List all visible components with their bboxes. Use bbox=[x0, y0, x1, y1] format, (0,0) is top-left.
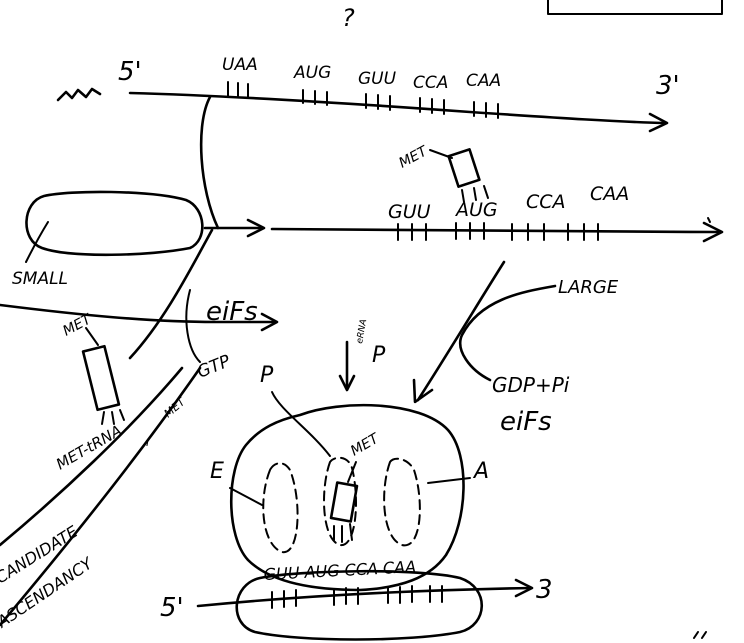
p-arrow-label: P bbox=[372, 343, 386, 368]
left-curve-1-arrowhead bbox=[260, 312, 279, 332]
bottom-codons: GUU AUG CCA CAA bbox=[263, 557, 416, 584]
three-prime-top-label: 3' bbox=[656, 71, 680, 101]
codon-guu-top: GUU bbox=[358, 69, 397, 89]
question-mark: ? bbox=[342, 4, 355, 32]
mid-mrna-arrowhead bbox=[702, 221, 724, 243]
large-curve bbox=[459, 284, 557, 382]
codon-caa-top: CAA bbox=[466, 71, 501, 91]
met-trna-connector bbox=[85, 327, 99, 346]
p-arrow-small: eRNA bbox=[355, 318, 369, 344]
p-down-arrowhead bbox=[338, 374, 356, 392]
met-trna-body bbox=[81, 344, 121, 412]
ribo-trna-body bbox=[329, 481, 359, 523]
codon-caa-mid: CAA bbox=[590, 183, 629, 205]
bottom-mrna: GUU AUG CCA CAA 5' 3 bbox=[160, 557, 553, 641]
bottom-mrna-line bbox=[196, 586, 532, 608]
top-codon-ticks bbox=[227, 81, 499, 119]
a-site-pointer bbox=[427, 477, 471, 484]
mid-trna-anticodon bbox=[461, 185, 489, 203]
eifs-bottom: eiFs bbox=[500, 407, 552, 437]
diagonal-line-1 bbox=[0, 366, 184, 547]
a-site-label: A bbox=[472, 459, 489, 484]
bottom-small-subunit bbox=[235, 569, 484, 641]
e-site-label: E bbox=[210, 459, 224, 484]
gdp-pi-label: GDP+Pi bbox=[492, 373, 570, 397]
e-site bbox=[262, 462, 299, 554]
stray-mark bbox=[693, 631, 707, 639]
five-prime-bottom: 5' bbox=[160, 593, 184, 623]
gtp-curve bbox=[185, 289, 201, 363]
met-ribo-connector bbox=[347, 461, 357, 483]
three-prime-bottom: 3 bbox=[536, 575, 553, 605]
met-ribo-label: MET bbox=[348, 430, 383, 459]
large-subunit-shape bbox=[229, 403, 465, 592]
codon-uaa-top: UAA bbox=[222, 55, 258, 75]
bottom-codon-ticks bbox=[271, 585, 443, 609]
codon-aug-mid: AUG bbox=[454, 199, 498, 221]
mid-mrna: GUU AUG CCA CAA bbox=[270, 183, 724, 243]
met-trna-long-line bbox=[128, 228, 214, 360]
mid-trna-body bbox=[447, 148, 481, 188]
e-site-pointer bbox=[229, 487, 263, 506]
met-trna-anticodon bbox=[101, 409, 125, 425]
small-label: SMALL bbox=[12, 269, 68, 289]
mid-mrna-tick-right bbox=[707, 217, 711, 223]
five-prime-top-label: 5' bbox=[118, 57, 142, 87]
mid-mrna-line bbox=[270, 227, 720, 234]
p-site-label: P bbox=[260, 363, 274, 388]
top-mrna-arrowhead bbox=[648, 112, 669, 133]
codon-cca-top: CCA bbox=[413, 73, 448, 93]
small-subunit-shape bbox=[25, 190, 204, 257]
codon-aug-top: AUG bbox=[293, 63, 331, 83]
a-site bbox=[383, 457, 421, 547]
left-curve-1 bbox=[0, 303, 277, 324]
large-label: LARGE bbox=[558, 277, 619, 298]
ribo-trna-anticodon bbox=[333, 523, 353, 543]
eifs-top: eiFs bbox=[206, 297, 258, 327]
corner-box bbox=[547, 0, 723, 15]
p-site bbox=[323, 456, 357, 547]
mid-codon-ticks bbox=[397, 222, 599, 241]
mid-to-ribo-arrowhead bbox=[412, 378, 434, 404]
top-mrna: 5' 3' UAA AUG GUU CCA CAA bbox=[56, 55, 680, 133]
bridge-curve bbox=[199, 95, 220, 230]
small-to-mid-arrowhead bbox=[246, 218, 266, 238]
met-mid-label: MET bbox=[396, 143, 431, 172]
small-subunit: SMALL bbox=[12, 190, 204, 289]
mid-trna: MET bbox=[396, 143, 489, 203]
codon-guu-mid: GUU bbox=[388, 201, 431, 223]
codon-cca-mid: CCA bbox=[526, 191, 566, 213]
diagonal-line-2 bbox=[0, 366, 202, 627]
mid-to-ribo-arrow bbox=[416, 260, 506, 402]
p-site-pointer bbox=[271, 391, 331, 457]
bottom-mrna-arrowhead bbox=[514, 578, 534, 598]
small-subunit-pointer bbox=[25, 221, 49, 263]
met-trna-initiator: MET MET-tRNA MET i bbox=[53, 311, 189, 474]
mrna-cap-squiggle bbox=[56, 87, 102, 102]
